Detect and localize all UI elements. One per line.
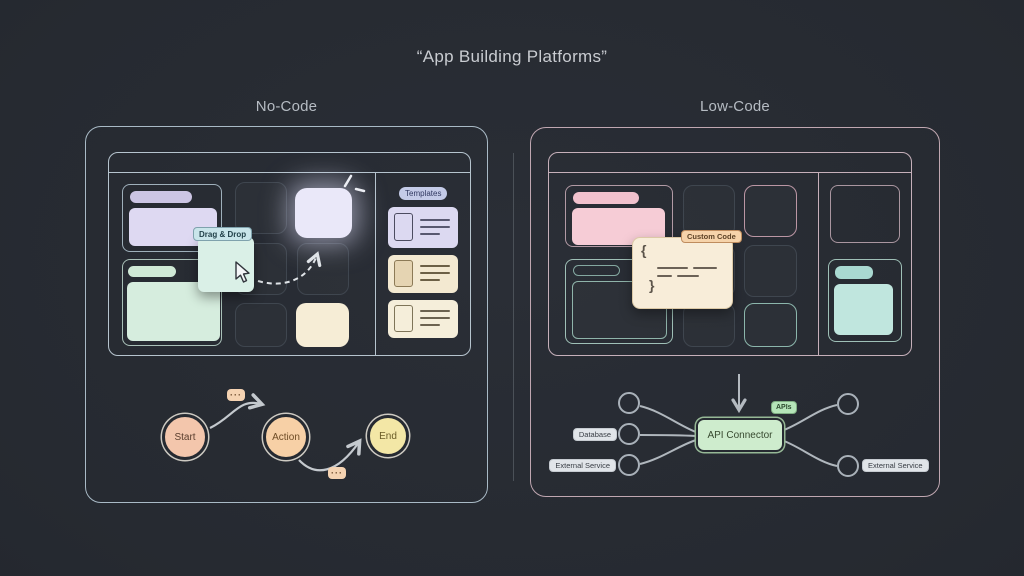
grid-cell[interactable] bbox=[235, 303, 287, 347]
low-code-heading: Low-Code bbox=[700, 98, 770, 115]
template-text-line bbox=[420, 324, 440, 326]
grid-cell[interactable] bbox=[297, 243, 349, 295]
flow-node-start[interactable]: Start bbox=[162, 414, 208, 460]
low-code-sidebar-divider bbox=[818, 173, 819, 355]
input-node-circle[interactable] bbox=[618, 392, 640, 414]
template-thumb-icon bbox=[394, 260, 413, 287]
sidebar-slot-empty[interactable] bbox=[830, 185, 900, 243]
no-code-sidebar-divider bbox=[375, 173, 376, 355]
apis-badge: APIs bbox=[771, 401, 797, 414]
page-title: “App Building Platforms” bbox=[416, 47, 608, 66]
template-text-line bbox=[420, 317, 450, 319]
output-node-circle[interactable] bbox=[837, 393, 859, 415]
flow-dots-badge: ··· bbox=[227, 389, 245, 401]
pink-header-pill bbox=[573, 192, 639, 204]
custom-code-panel[interactable] bbox=[632, 237, 733, 309]
code-line bbox=[677, 275, 699, 277]
no-code-panel bbox=[85, 126, 488, 503]
mint-header-pill bbox=[128, 266, 176, 277]
template-text-line bbox=[420, 226, 450, 228]
code-line bbox=[657, 275, 672, 277]
code-line bbox=[693, 267, 717, 269]
template-text-line bbox=[420, 265, 450, 267]
code-line bbox=[657, 267, 688, 269]
template-thumb-icon bbox=[394, 213, 413, 241]
layout-card-pink[interactable] bbox=[565, 185, 673, 247]
flow-dots-badge: ··· bbox=[328, 467, 346, 479]
no-code-editor-window bbox=[108, 152, 471, 356]
flow-node-end[interactable]: End bbox=[367, 415, 409, 457]
flow-node-action[interactable]: Action bbox=[263, 414, 309, 460]
grid-cell[interactable] bbox=[744, 245, 797, 297]
teal-content-block bbox=[834, 284, 893, 335]
input-node-circle-database[interactable] bbox=[618, 423, 640, 445]
custom-code-badge: Custom Code bbox=[681, 230, 742, 243]
output-node-circle-external[interactable] bbox=[837, 455, 859, 477]
low-code-editor-window bbox=[548, 152, 912, 356]
input-node-circle-external[interactable] bbox=[618, 454, 640, 476]
sidebar-card-teal[interactable] bbox=[828, 259, 902, 342]
dragged-widget[interactable] bbox=[198, 237, 254, 292]
database-label: Database bbox=[572, 428, 617, 441]
layout-card-mint[interactable] bbox=[122, 259, 222, 346]
code-open-brace: { bbox=[641, 242, 647, 258]
external-service-output-label: External Service bbox=[862, 459, 929, 472]
template-text-line bbox=[420, 310, 450, 312]
grid-cell-pink[interactable] bbox=[744, 185, 797, 237]
code-close-brace: } bbox=[649, 277, 655, 293]
center-divider bbox=[513, 153, 514, 481]
grid-cell-teal[interactable] bbox=[744, 303, 797, 347]
template-text-line bbox=[420, 233, 440, 235]
no-code-titlebar-divider bbox=[109, 172, 470, 173]
no-code-heading: No-Code bbox=[255, 98, 318, 115]
layout-card-lavender[interactable] bbox=[122, 184, 222, 252]
external-service-input-label: External Service bbox=[549, 459, 616, 472]
template-text-line bbox=[420, 272, 450, 274]
template-text-line bbox=[420, 219, 450, 221]
templates-badge[interactable]: Templates bbox=[399, 187, 448, 200]
lavender-header-pill bbox=[130, 191, 192, 203]
grid-cell[interactable] bbox=[235, 182, 287, 234]
dropped-widget-glowing[interactable] bbox=[295, 188, 352, 238]
cursor-icon bbox=[235, 261, 250, 283]
low-code-panel bbox=[530, 127, 940, 497]
cream-widget[interactable] bbox=[296, 303, 349, 347]
outline-content-block bbox=[572, 281, 667, 339]
teal-header-pill bbox=[835, 266, 873, 279]
template-text-line bbox=[420, 279, 440, 281]
api-connector-node[interactable]: API Connector bbox=[696, 418, 784, 452]
low-code-titlebar-divider bbox=[549, 172, 911, 173]
drag-drop-badge: Drag & Drop bbox=[193, 227, 253, 241]
template-thumb-icon bbox=[394, 305, 413, 332]
grid-cell[interactable] bbox=[683, 303, 735, 347]
outline-header-pill bbox=[573, 265, 620, 276]
